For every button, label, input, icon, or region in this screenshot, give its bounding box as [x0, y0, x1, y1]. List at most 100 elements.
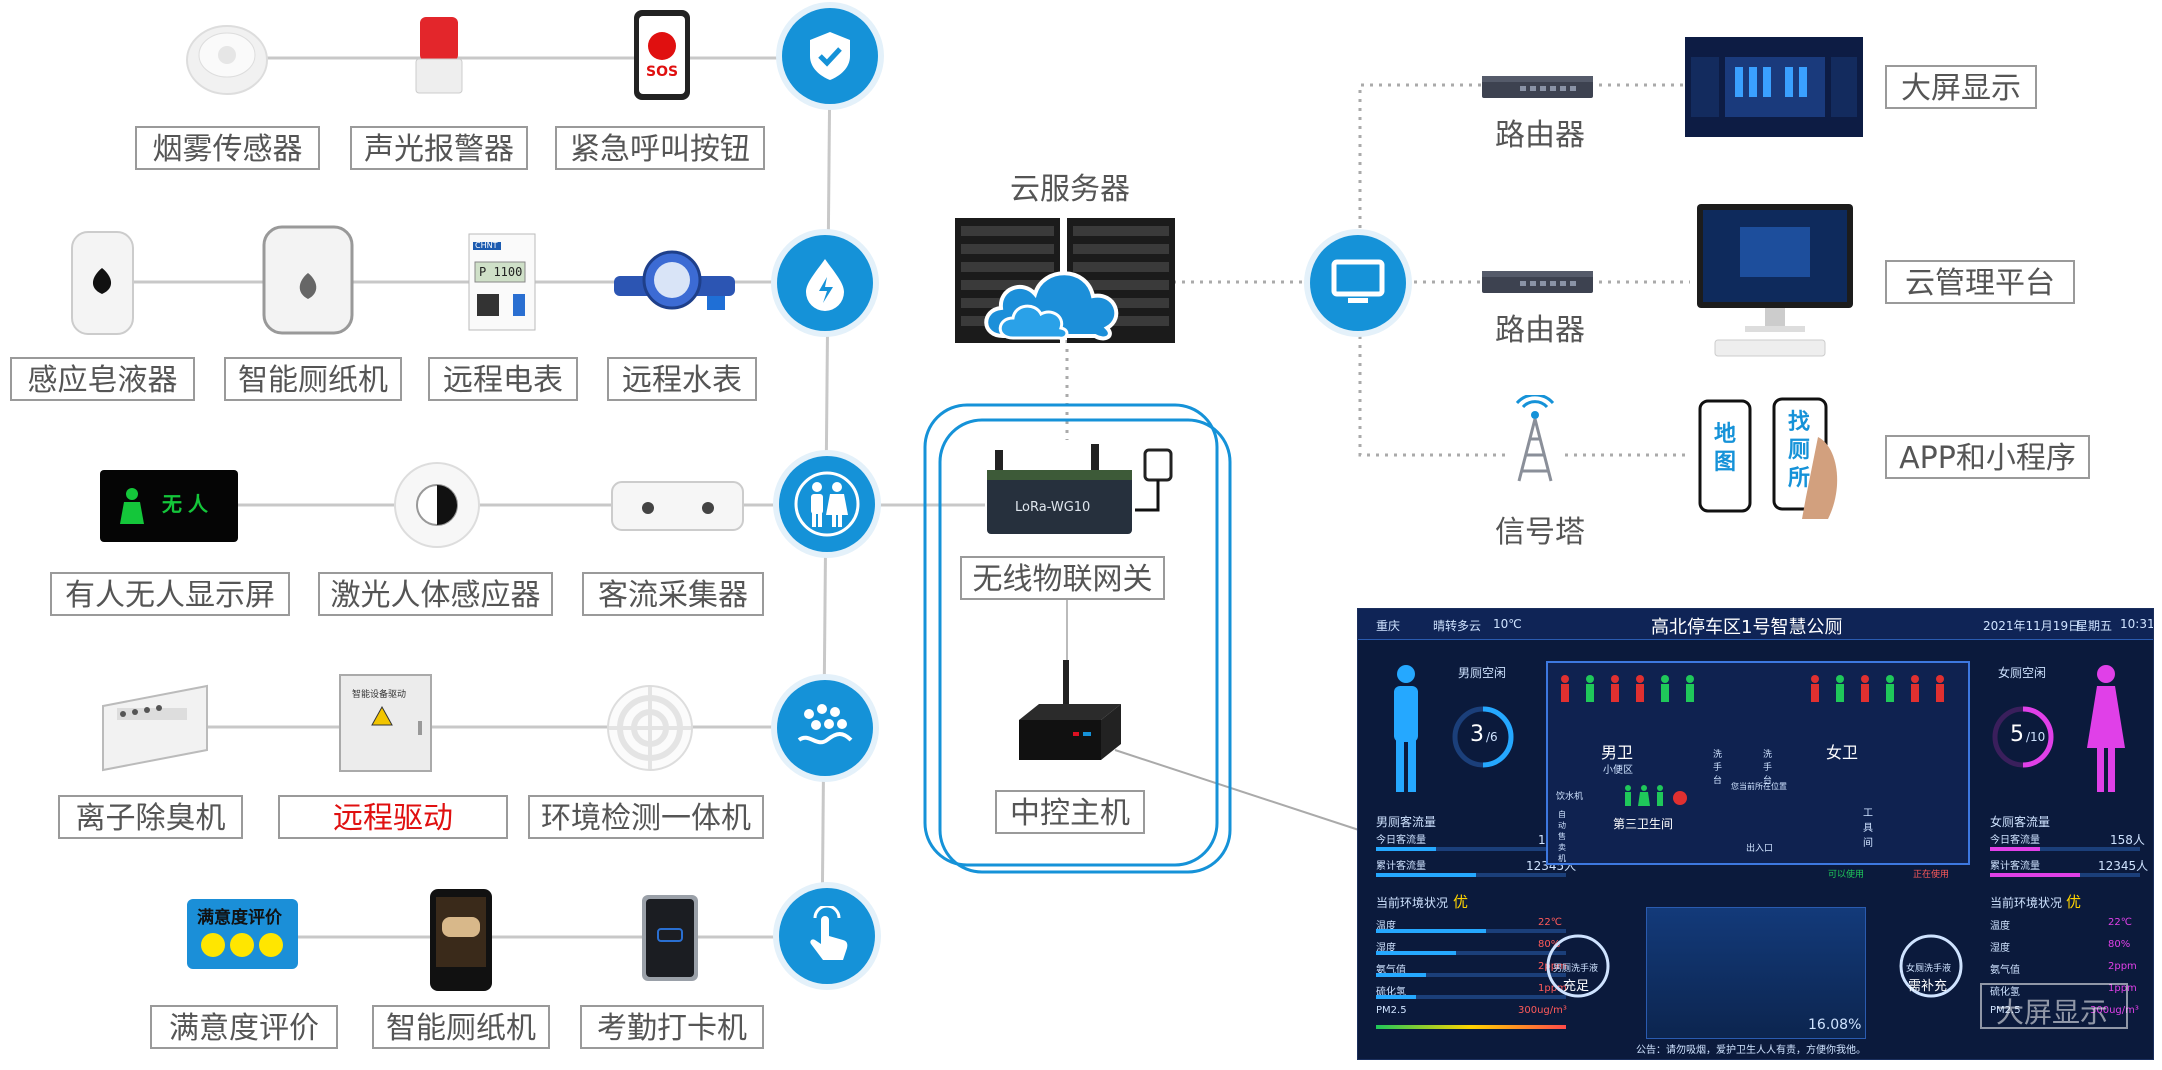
female-soap-state: 需补充 [1908, 979, 1948, 994]
legend-free: 可以使用 [1828, 870, 1865, 880]
male-cumulative-label: 累计客流量 [1376, 861, 1426, 872]
soap-dispenser-icon [70, 230, 135, 340]
map-vending: 自动售卖机 [1558, 810, 1566, 863]
third-restroom-icons [1625, 785, 1687, 806]
label-remote-drive: 远程驱动 [278, 795, 508, 839]
cloud-server-icon [955, 218, 1175, 350]
female-env-v3: 1ppm [2108, 983, 2137, 994]
label-flow-counter: 客流采集器 [582, 572, 764, 616]
female-free-ring [1992, 706, 2054, 768]
map-female: 女卫 [1826, 743, 1859, 762]
drive-box-text: 智能设备驱动 [352, 690, 407, 700]
male-env-grade: 优 [1453, 893, 1469, 911]
occupancy-display-text: 无人 [162, 492, 214, 516]
touch-finger-icon [779, 888, 875, 984]
male-soap-gauge [1546, 934, 1610, 998]
label-environment-monitor: 环境检测一体机 [528, 795, 764, 839]
female-env-k2: 氨气值 [1990, 965, 2020, 976]
deodorizer-icon [95, 678, 210, 782]
router-2-icon [1480, 265, 1595, 301]
water-meter-icon [612, 240, 737, 334]
female-env-label: 当前环境状况 [1990, 896, 2063, 910]
video-percent: 16.08% [1808, 1017, 1862, 1033]
label-deodorizer: 离子除臭机 [58, 795, 243, 839]
label-soap-dispenser: 感应皂液器 [10, 357, 195, 401]
router-1-label: 路由器 [1495, 118, 1585, 153]
alarm-siren-icon [414, 15, 464, 99]
map-male: 男卫 [1601, 743, 1634, 762]
female-env-k4: PM2.5 [1990, 1005, 2021, 1016]
big-screen-thumbnail [1685, 37, 1863, 141]
satisfaction-rater-icon: 满意度评价 [185, 897, 300, 975]
male-env-v0: 22℃ [1538, 917, 1562, 928]
label-laser-sensor: 激光人体感应器 [318, 572, 553, 616]
female-today: 158人 [2110, 833, 2145, 847]
male-env-v4: 300ug/m³ [1518, 1005, 1567, 1016]
female-space-label: 女厕空闲 [1998, 666, 2047, 680]
legend-busy: 正在使用 [1913, 870, 1950, 880]
map-third: 第三卫生间 [1613, 817, 1674, 831]
dash-title: 高北停车区1号智慧公厕 [1651, 617, 1843, 638]
drive-box-icon: 智能设备驱动 [338, 673, 433, 777]
map-wash-1: 洗手台 [1713, 750, 1723, 786]
router-1-icon [1480, 70, 1595, 106]
male-flow-label: 男厕客流量 [1376, 815, 1437, 829]
security-shield-icon [782, 8, 878, 104]
female-env-k1: 湿度 [1990, 943, 2010, 954]
male-env-k1: 湿度 [1376, 943, 1396, 954]
attendance-reader-icon [640, 893, 700, 987]
meter-brand: CHNT [475, 241, 498, 250]
flow-counter-icon [610, 478, 745, 537]
dashboard-screen: 重庆 晴转多云 10℃ 高北停车区1号智慧公厕 2021年11月19日 星期五 … [1357, 608, 2154, 1060]
label-emergency-button: 紧急呼叫按钮 [555, 126, 765, 170]
output-app-label: APP和小程序 [1885, 435, 2090, 479]
dash-temp: 10℃ [1493, 617, 1522, 631]
male-env-v1: 80% [1538, 939, 1561, 950]
label-sound-light-alarm: 声光报警器 [350, 126, 528, 170]
female-env-v4: 300ug/m³ [2090, 1005, 2139, 1016]
label-water-meter: 远程水表 [607, 357, 757, 401]
map-wash-2: 洗手台 [1763, 750, 1773, 786]
dash-weekday: 星期五 [2076, 619, 2113, 633]
label-attendance-reader: 考勤打卡机 [580, 1005, 764, 1049]
environment-bubbles-icon [777, 680, 873, 776]
dash-weather: 晴转多云 [1433, 619, 1482, 633]
paper-dispenser-icon [262, 225, 354, 339]
female-soap-gauge [1899, 934, 1963, 998]
label-paper-kiosk: 智能厕纸机 [372, 1005, 550, 1049]
gateway-device-icon: LoRa-WG10 [985, 430, 1185, 544]
sos-label: SOS [646, 64, 679, 80]
router-2-label: 路由器 [1495, 313, 1585, 348]
laser-sensor-icon [392, 460, 482, 554]
male-env-k0: 温度 [1376, 921, 1396, 932]
occupancy-display-icon: 无人 [100, 470, 238, 546]
dash-video-panel [1646, 907, 1866, 1039]
female-env-k0: 温度 [1990, 921, 2010, 932]
female-env-v0: 22℃ [2108, 917, 2132, 928]
female-total-flow: 12345人 [2098, 859, 2149, 873]
dash-time: 10:31 [2120, 617, 2154, 631]
label-smoke-sensor: 烟雾传感器 [135, 126, 320, 170]
map-entry: 出入口 [1746, 844, 1774, 854]
male-env-label: 当前环境状况 [1376, 896, 1449, 910]
label-paper-dispenser: 智能厕纸机 [224, 357, 402, 401]
male-env-k4: PM2.5 [1376, 1005, 1407, 1016]
male-free: 3 [1470, 722, 1484, 747]
gateway-label: 无线物联网关 [960, 556, 1165, 600]
male-soap-state: 充足 [1563, 979, 1590, 994]
male-env-k2: 氨气值 [1376, 965, 1406, 976]
dash-city: 重庆 [1376, 619, 1401, 633]
dash-watermark-text: 大屏显示 [1996, 996, 2109, 1029]
female-env-k3: 硫化氢 [1990, 987, 2020, 998]
signal-tower-icon [1505, 393, 1565, 489]
dash-watermark: 大屏显示 [1980, 983, 2128, 1029]
male-free-ring [1452, 706, 1514, 768]
output-big-screen-label: 大屏显示 [1885, 65, 2037, 109]
cloud-platform-monitor [1695, 202, 1855, 366]
map-tool: 工具间 [1863, 808, 1873, 849]
female-cumulative-label: 累计客流量 [1990, 861, 2040, 872]
male-total: /6 [1486, 730, 1498, 744]
environment-monitor-icon [605, 683, 695, 777]
map-water: 饮水机 [1556, 792, 1584, 802]
